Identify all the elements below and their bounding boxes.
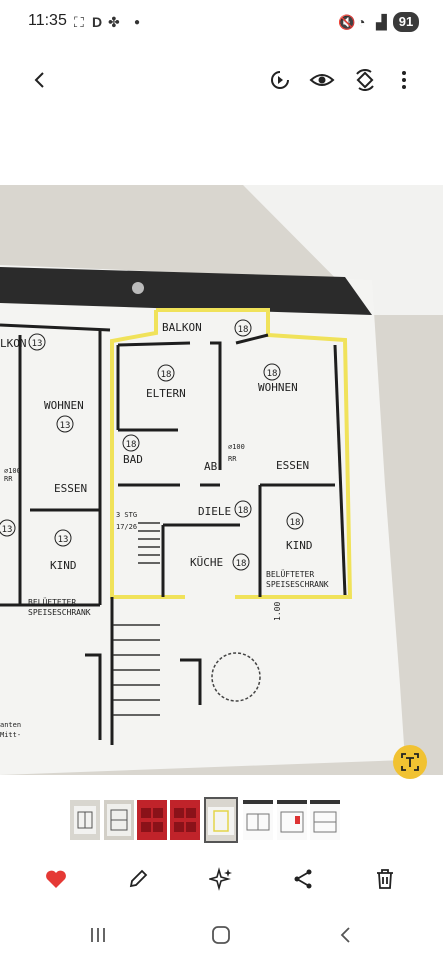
label-dia-100: ⌀100 xyxy=(228,443,245,451)
rotate-icon xyxy=(356,69,374,91)
wifi-icon: ◔ xyxy=(357,14,366,30)
thumbnail-current[interactable] xyxy=(204,797,238,843)
thumbnail-7[interactable] xyxy=(277,800,307,840)
label-rr-left: RR xyxy=(4,475,13,483)
d-app-icon: D xyxy=(92,14,103,30)
recents-nav-button[interactable] xyxy=(78,920,118,950)
battery-badge: 91 xyxy=(393,12,419,32)
motion-photo-icon xyxy=(271,71,289,89)
screenshot-icon: ⛶ xyxy=(74,14,84,30)
room-num-wohnen-left: 13 xyxy=(60,421,71,431)
recents-icon xyxy=(91,928,105,942)
label-bottom-left-2: Mitt- xyxy=(0,731,21,739)
thumbnail-6[interactable] xyxy=(243,800,273,840)
thumbnail-4[interactable] xyxy=(170,800,200,840)
label-beluefteter: BELÜFTETER xyxy=(266,569,314,579)
eye-icon xyxy=(309,74,335,86)
floor-plan-thumb-icon xyxy=(74,806,96,834)
motion-photo-button[interactable] xyxy=(262,62,298,98)
fan-icon: ✤ xyxy=(108,14,120,30)
label-essen-left: ESSEN xyxy=(54,482,87,495)
label-dim-100: 1.00 xyxy=(273,602,282,621)
label-kind: KIND xyxy=(286,539,313,552)
label-wohnen: WOHNEN xyxy=(258,381,298,394)
back-button[interactable] xyxy=(22,62,58,98)
room-num-left-edge: 13 xyxy=(2,525,13,535)
view-button[interactable] xyxy=(304,62,340,98)
thumbnail-1[interactable] xyxy=(70,800,100,840)
label-balkon: BALKON xyxy=(162,321,202,334)
label-beluefteter-left: BELÜFTETER xyxy=(28,597,76,607)
sparkle-icon xyxy=(209,867,232,891)
room-num-kind: 18 xyxy=(290,518,301,528)
document-thumb-icon xyxy=(243,800,273,831)
label-bad: BAD xyxy=(123,453,143,466)
label-bottom-left-1: anten xyxy=(0,721,21,729)
label-kueche: KÜCHE xyxy=(190,556,223,569)
label-kind-left: KIND xyxy=(50,559,77,572)
text-recognition-button[interactable] xyxy=(393,745,427,779)
signal-icon: ▟ xyxy=(376,14,387,30)
home-nav-button[interactable] xyxy=(201,920,241,950)
more-vert-icon xyxy=(402,71,406,89)
room-num-balkon-left: 13 xyxy=(32,339,43,349)
label-speiseschrank: SPEISESCHRANK xyxy=(266,580,329,589)
dot-icon: ● xyxy=(134,17,141,28)
back-nav-button[interactable] xyxy=(326,920,366,950)
favorite-button[interactable] xyxy=(39,862,73,896)
label-dia-100-left: ⌀100 xyxy=(4,467,21,475)
back-icon xyxy=(340,927,350,943)
floor-plan-photo: BALKON LKON ELTERN WOHNEN WOHNEN BAD AB.… xyxy=(0,185,443,775)
home-icon xyxy=(212,926,230,944)
label-speiseschrank-left: SPEISESCHRANK xyxy=(28,608,91,617)
clock: 11:35 xyxy=(28,12,67,29)
room-num-wohnen: 18 xyxy=(267,369,278,379)
label-balkon-left: LKON xyxy=(0,337,27,350)
share-icon xyxy=(294,869,312,889)
edit-button[interactable] xyxy=(121,862,155,896)
label-rr: RR xyxy=(228,455,237,463)
room-num-bad: 18 xyxy=(126,440,137,450)
label-stg: 3 STG xyxy=(116,511,137,519)
status-bar: 11:35 ⛶ D ✤ ● 🔇 ◔ ▟ 91 xyxy=(0,0,443,44)
thumbnail-8[interactable] xyxy=(310,800,340,840)
document-thumb-icon xyxy=(310,800,340,833)
heart-icon xyxy=(46,870,66,888)
room-num-balkon: 18 xyxy=(238,325,249,335)
label-essen: ESSEN xyxy=(276,459,309,472)
red-screenshot-thumb-icon xyxy=(141,808,163,832)
text-recognition-icon xyxy=(401,753,419,771)
ai-edit-button[interactable] xyxy=(204,862,238,896)
pencil-icon xyxy=(129,869,148,888)
room-num-kind-left: 13 xyxy=(58,535,69,545)
label-stg-ratio: 17/26 xyxy=(116,523,137,531)
label-wohnen-left: WOHNEN xyxy=(44,399,84,412)
trash-icon xyxy=(377,869,393,889)
label-eltern: ELTERN xyxy=(146,387,186,400)
label-diele: DIELE xyxy=(198,505,231,518)
room-num-kueche: 18 xyxy=(236,559,247,569)
photo-viewer[interactable]: BALKON LKON ELTERN WOHNEN WOHNEN BAD AB.… xyxy=(0,185,443,775)
rotate-button[interactable] xyxy=(347,62,383,98)
more-options-button[interactable] xyxy=(386,62,422,98)
document-thumb-icon xyxy=(277,800,307,833)
mute-icon: 🔇 xyxy=(338,14,356,30)
thumbnail-2[interactable] xyxy=(104,800,134,840)
arrow-left-icon xyxy=(34,72,44,88)
red-screenshot-thumb-icon xyxy=(174,808,196,832)
share-button[interactable] xyxy=(286,862,320,896)
label-ab: AB. xyxy=(204,460,224,473)
floor-plan-thumb-icon xyxy=(208,807,234,835)
delete-button[interactable] xyxy=(368,862,402,896)
floor-plan-thumb-icon xyxy=(107,804,131,836)
thumbnail-3[interactable] xyxy=(137,800,167,840)
room-num-diele: 18 xyxy=(238,506,249,516)
room-num-eltern: 18 xyxy=(161,370,172,380)
